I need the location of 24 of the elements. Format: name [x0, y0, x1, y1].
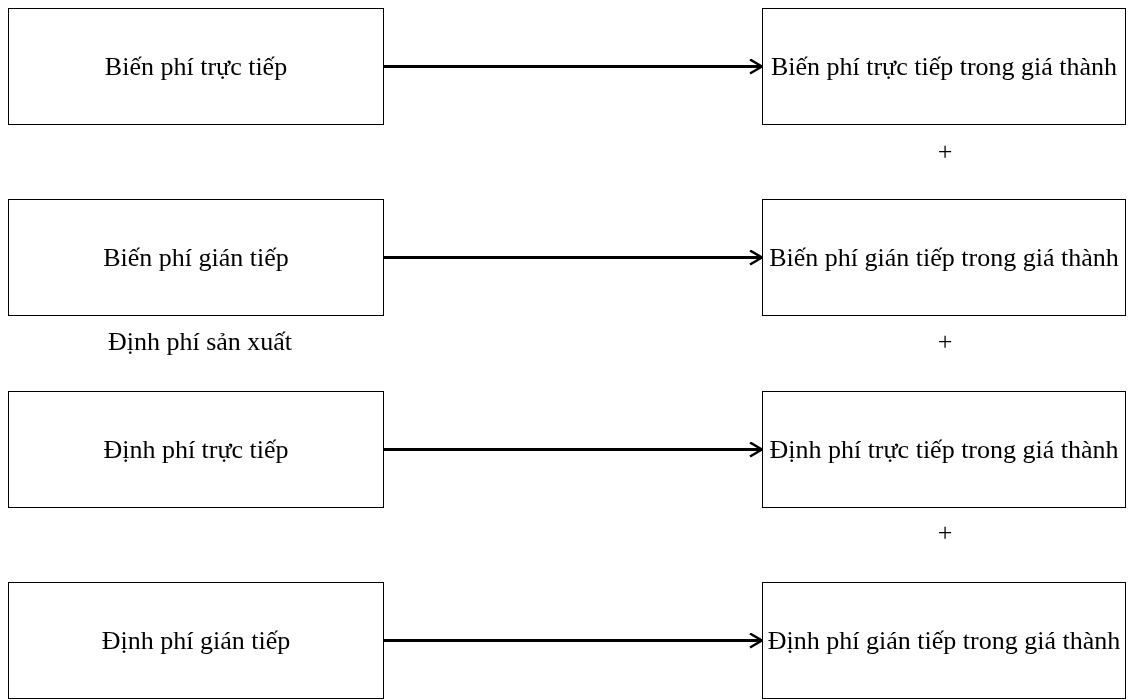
- process-box: [762, 582, 1126, 699]
- box-label: Biến phí trực tiếp trong giá thành: [770, 50, 1118, 83]
- arrow: [384, 441, 764, 458]
- box-label: Định phí trực tiếp trong giá thành: [769, 433, 1119, 466]
- text-label: +: [936, 136, 954, 168]
- text-label: +: [936, 517, 954, 549]
- box-label: Biến phí trực tiếp: [104, 50, 288, 83]
- box-label: Biến phí gián tiếp: [103, 241, 289, 274]
- box-label: Biến phí gián tiếp trong giá thành: [769, 241, 1119, 274]
- process-box: [762, 391, 1126, 508]
- arrow: [384, 632, 764, 649]
- process-box: [8, 199, 384, 316]
- text-label: +: [936, 326, 954, 358]
- process-box: [8, 8, 384, 125]
- arrow: [384, 58, 764, 75]
- arrow: [384, 249, 764, 266]
- process-box: [762, 199, 1126, 316]
- text-label: Định phí sản xuất: [106, 326, 294, 358]
- box-label: Định phí trực tiếp: [103, 433, 289, 466]
- process-box: [8, 582, 384, 699]
- box-label: Định phí gián tiếp: [101, 624, 291, 657]
- process-box: [8, 391, 384, 508]
- box-label: Định phí gián tiếp trong giá thành: [767, 624, 1121, 657]
- process-box: [762, 8, 1126, 125]
